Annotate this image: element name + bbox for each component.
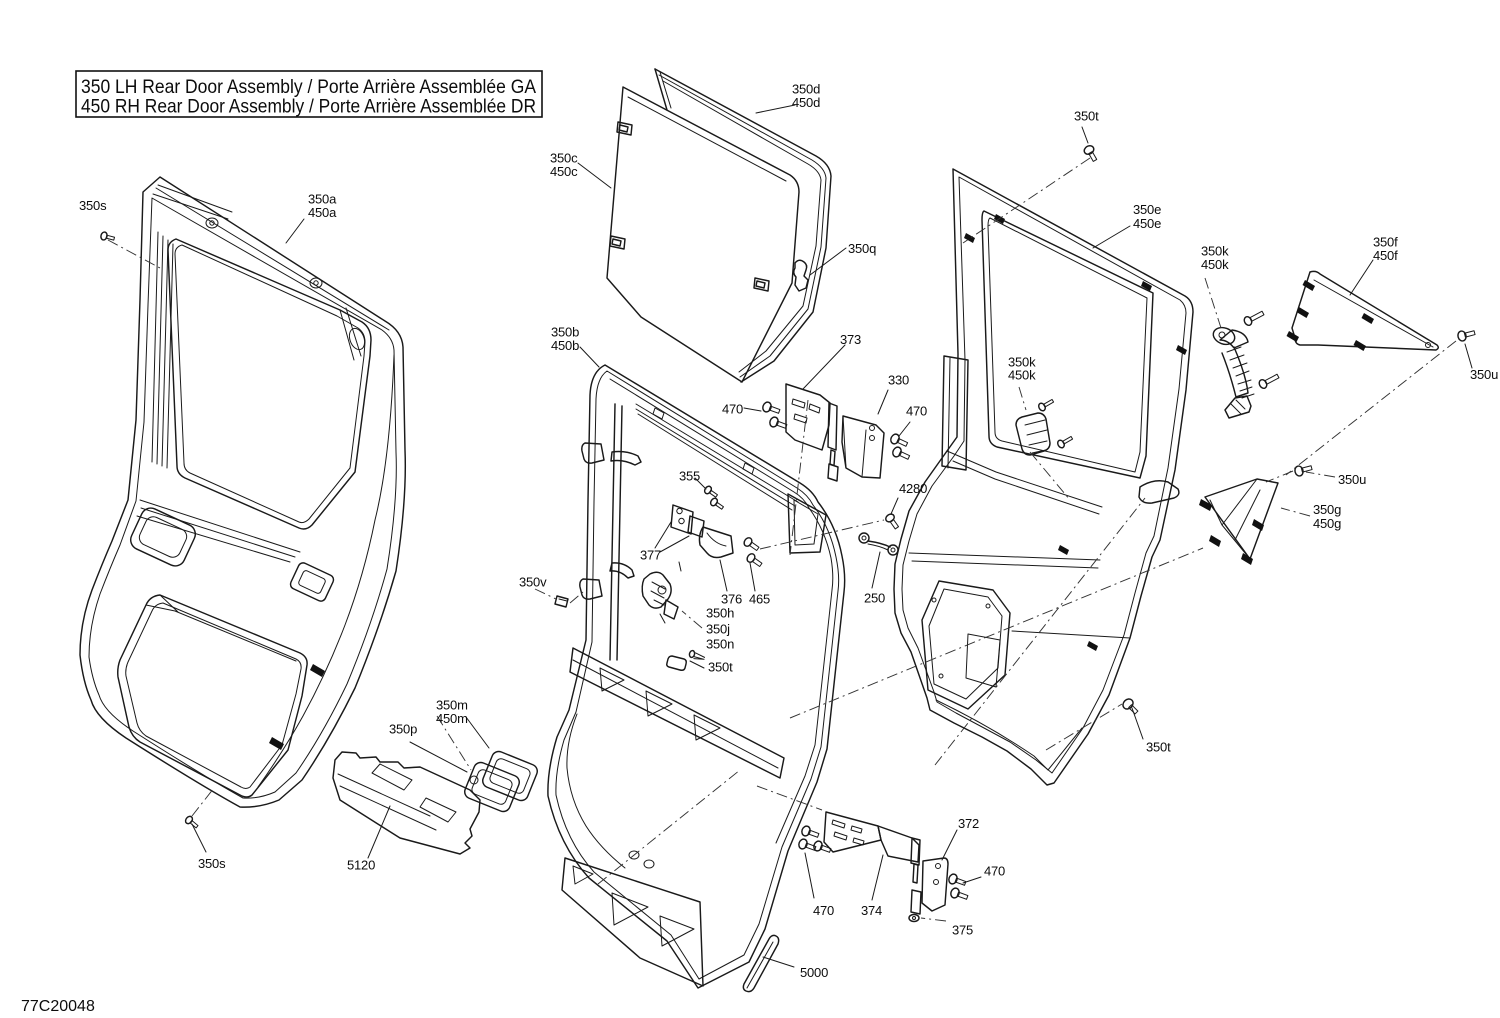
svg-text:350 LH Rear Door Assembly / Po: 350 LH Rear Door Assembly / Porte Arrièr…	[81, 76, 536, 98]
svg-text:350d: 350d	[792, 82, 820, 97]
svg-text:350b: 350b	[551, 325, 579, 340]
svg-text:350t: 350t	[1146, 740, 1171, 755]
svg-text:350k: 350k	[1008, 355, 1036, 370]
svg-text:450g: 450g	[1313, 516, 1341, 531]
svg-text:350e: 350e	[1133, 202, 1161, 217]
svg-text:470: 470	[906, 404, 927, 419]
svg-text:350a: 350a	[308, 192, 337, 207]
svg-text:373: 373	[840, 332, 861, 347]
svg-text:450e: 450e	[1133, 216, 1161, 231]
svg-text:350s: 350s	[198, 856, 226, 871]
svg-text:350u: 350u	[1470, 367, 1498, 382]
svg-text:350v: 350v	[519, 575, 547, 590]
svg-text:350j: 350j	[706, 622, 730, 637]
svg-text:376: 376	[721, 592, 742, 607]
svg-text:450d: 450d	[792, 95, 820, 110]
svg-text:250: 250	[864, 591, 885, 606]
svg-text:450c: 450c	[550, 164, 578, 179]
svg-text:450 RH Rear Door Assembly / Po: 450 RH Rear Door Assembly / Porte Arrièr…	[81, 96, 536, 118]
svg-text:470: 470	[813, 903, 834, 918]
svg-text:350g: 350g	[1313, 502, 1341, 517]
svg-text:450b: 450b	[551, 338, 579, 353]
svg-text:355: 355	[679, 469, 700, 484]
svg-text:372: 372	[958, 816, 979, 831]
svg-text:350c: 350c	[550, 151, 578, 166]
svg-text:470: 470	[722, 402, 743, 417]
svg-text:4280: 4280	[899, 481, 927, 496]
svg-text:350q: 350q	[848, 241, 876, 256]
svg-text:350f: 350f	[1373, 235, 1398, 250]
svg-text:465: 465	[749, 592, 770, 607]
svg-text:450m: 450m	[436, 711, 468, 726]
svg-text:5000: 5000	[800, 965, 828, 980]
svg-text:350n: 350n	[706, 637, 734, 652]
svg-text:470: 470	[984, 864, 1005, 879]
svg-text:350p: 350p	[389, 722, 417, 737]
svg-text:350h: 350h	[706, 606, 734, 621]
svg-text:375: 375	[952, 923, 973, 938]
svg-text:350k: 350k	[1201, 244, 1229, 259]
svg-text:450k: 450k	[1201, 257, 1229, 272]
svg-text:350u: 350u	[1338, 472, 1366, 487]
svg-text:77C20048: 77C20048	[21, 998, 95, 1015]
svg-text:330: 330	[888, 373, 909, 388]
svg-text:377: 377	[640, 548, 661, 563]
svg-text:5120: 5120	[347, 858, 375, 873]
svg-text:350t: 350t	[1074, 109, 1099, 124]
svg-text:374: 374	[861, 903, 882, 918]
svg-text:350t: 350t	[708, 660, 733, 675]
svg-text:450f: 450f	[1373, 248, 1398, 263]
svg-text:350s: 350s	[79, 198, 107, 213]
svg-text:350m: 350m	[436, 698, 468, 713]
svg-text:450a: 450a	[308, 205, 337, 220]
svg-text:450k: 450k	[1008, 368, 1036, 383]
